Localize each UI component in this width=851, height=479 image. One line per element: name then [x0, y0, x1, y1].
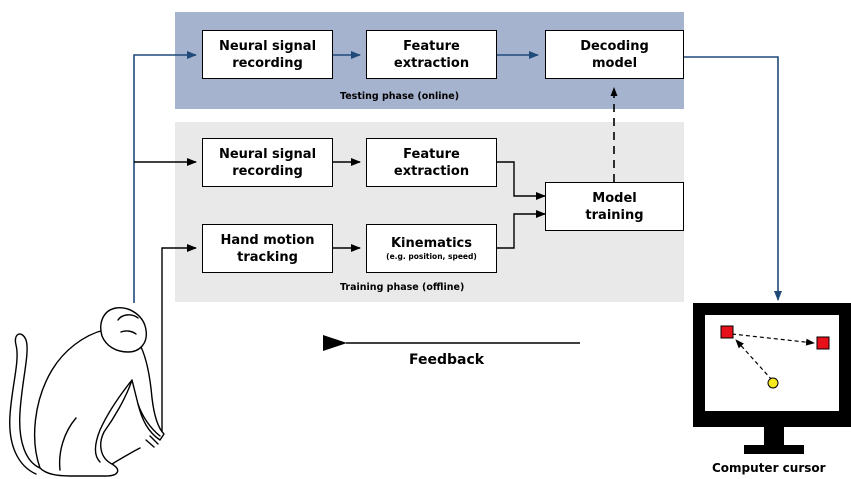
online-feature-extraction-box: Feature extraction — [366, 30, 497, 79]
box-label-line2: model — [591, 55, 638, 71]
testing-phase-caption: Testing phase (online) — [340, 91, 460, 102]
box-label-line1: Model — [592, 190, 637, 206]
box-label-line1: Neural signal — [218, 38, 317, 54]
online-neural-recording-box: Neural signal recording — [202, 30, 333, 79]
box-label-line1: Feature — [403, 38, 460, 54]
start-target-square — [720, 325, 734, 339]
box-label-line1: Neural signal — [218, 146, 317, 162]
box-label-line2: extraction — [393, 163, 470, 179]
decoding-model-box: Decoding model — [545, 30, 684, 79]
box-label-line1: Kinematics — [390, 236, 473, 251]
model-training-box: Model training — [545, 182, 684, 231]
online-flow-arrows — [133, 51, 782, 303]
kinematics-box: Kinematics (e.g. position, speed) — [366, 224, 497, 273]
box-label-line1: Decoding — [580, 38, 649, 54]
end-target-square — [816, 336, 830, 350]
offline-feature-extraction-box: Feature extraction — [366, 138, 497, 187]
training-phase-caption: Training phase (offline) — [340, 282, 465, 293]
box-label-line1: Hand motion — [220, 232, 315, 248]
box-label-line2: tracking — [237, 249, 298, 265]
box-label-line2: (e.g. position, speed) — [386, 252, 477, 261]
cursor-dot — [767, 377, 779, 389]
box-label-line2: extraction — [393, 55, 470, 71]
cursor-movement-arrows — [731, 333, 815, 381]
box-label-line2: training — [585, 207, 644, 223]
feedback-label: Feedback — [409, 352, 485, 368]
training-flow-arrows — [134, 158, 546, 432]
monkey-illustration — [9, 307, 165, 477]
offline-neural-recording-box: Neural signal recording — [202, 138, 333, 187]
box-label-line2: recording — [232, 55, 303, 71]
box-label-line2: recording — [232, 163, 303, 179]
box-label-line1: Feature — [403, 146, 460, 162]
hand-motion-tracking-box: Hand motion tracking — [202, 224, 333, 273]
computer-cursor-label: Computer cursor — [712, 461, 826, 475]
